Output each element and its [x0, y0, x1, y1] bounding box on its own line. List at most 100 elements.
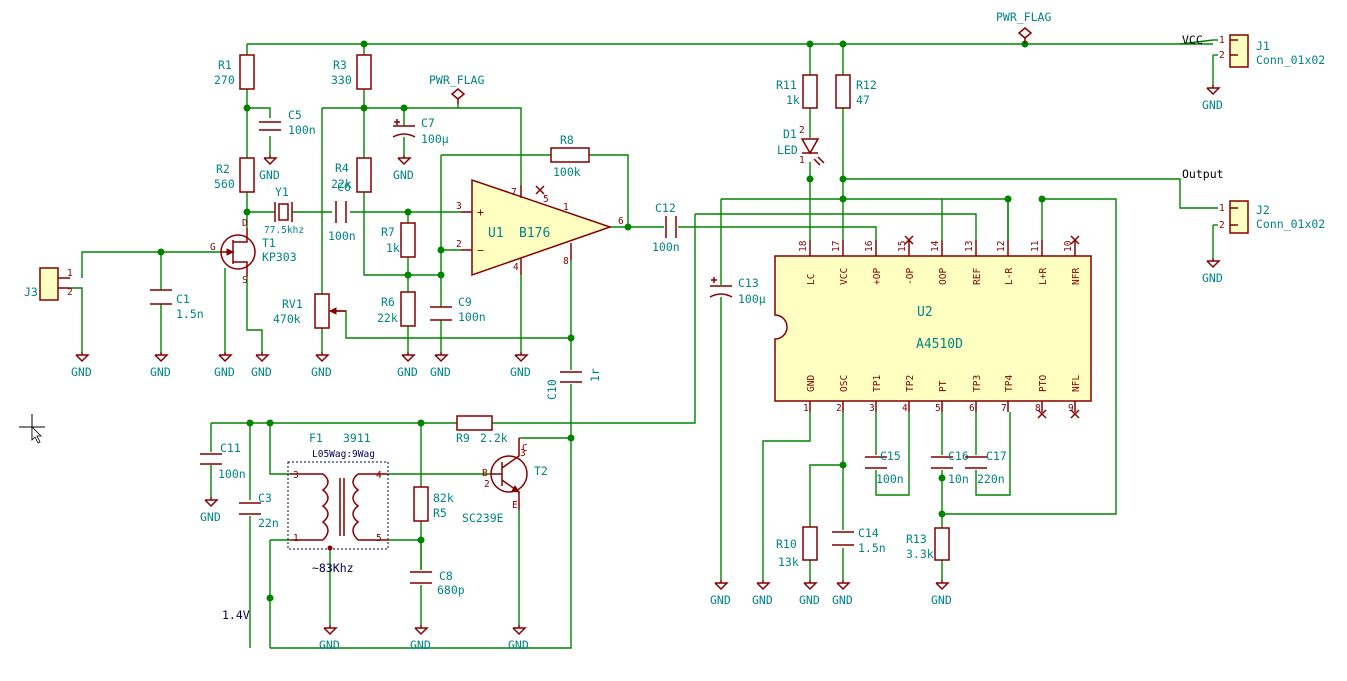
svg-text:T1: T1 — [262, 236, 276, 250]
output-net-label: Output — [1182, 167, 1224, 181]
gnd-symbol: GND — [752, 580, 773, 607]
resistor-r5: 82k R5 — [413, 486, 454, 522]
svg-text:NFR: NFR — [1071, 268, 1082, 285]
voltage-label: 1.4V — [222, 608, 250, 622]
svg-text:C15: C15 — [880, 449, 901, 463]
svg-text:R10: R10 — [776, 537, 797, 551]
svg-text:4: 4 — [513, 262, 519, 273]
svg-text:TP1: TP1 — [872, 375, 883, 392]
svg-text:+: + — [477, 205, 484, 219]
svg-text:B176: B176 — [519, 226, 550, 241]
svg-text:5: 5 — [376, 533, 382, 544]
resistor-r12: R12 47 — [835, 74, 877, 109]
svg-text:13k: 13k — [778, 555, 799, 569]
svg-text:Conn_01x02: Conn_01x02 — [1256, 53, 1325, 67]
svg-text:22k: 22k — [331, 177, 352, 191]
svg-text:5: 5 — [935, 403, 941, 414]
svg-text:100n: 100n — [328, 229, 356, 243]
svg-text:F1: F1 — [309, 431, 323, 445]
capacitor-c14: C14 1.5n — [832, 526, 886, 555]
svg-text:2: 2 — [1219, 220, 1225, 231]
gnd-symbol: GND — [393, 155, 414, 182]
gnd-symbol: GND — [510, 352, 531, 379]
capacitor-c15: C15 100n — [865, 449, 904, 486]
svg-text:77.5khz: 77.5khz — [264, 225, 304, 236]
svg-text:100n: 100n — [652, 240, 680, 254]
u2-pin-12: 12L-R — [996, 240, 1015, 285]
pwr-flag-top: PWR_FLAG — [996, 10, 1051, 44]
svg-text:3: 3 — [520, 448, 526, 459]
svg-text:R5: R5 — [433, 506, 447, 520]
svg-text:R6: R6 — [381, 295, 395, 309]
gnd-symbol: GND — [508, 625, 529, 652]
svg-text:470k: 470k — [273, 312, 301, 326]
svg-text:3: 3 — [456, 201, 462, 212]
gnd-symbol: GND — [1202, 85, 1223, 112]
svg-text:100n: 100n — [876, 472, 904, 486]
resistor-r7: R7 1k — [381, 222, 416, 258]
svg-text:6: 6 — [969, 403, 975, 414]
svg-text:PWR_FLAG: PWR_FLAG — [429, 73, 484, 87]
capacitor-c16: C16 10n — [931, 449, 969, 486]
svg-text:2: 2 — [799, 125, 805, 136]
svg-text:100n: 100n — [218, 467, 246, 481]
resistor-r10: R10 13k — [776, 526, 818, 569]
svg-text:2.2k: 2.2k — [480, 431, 508, 445]
svg-text:R3: R3 — [333, 58, 347, 72]
capacitor-c13: C13 100µ — [709, 276, 766, 306]
capacitor-c9: C9 100n — [430, 295, 486, 324]
opamp-u1: + − U1 B176 3 2 7 4 8 6 5 1 — [456, 178, 624, 277]
resistor-r9: R9 2.2k — [456, 415, 508, 445]
svg-text:C13: C13 — [738, 276, 759, 290]
svg-text:OOP: OOP — [938, 268, 949, 285]
svg-text:VCC: VCC — [839, 268, 850, 285]
svg-text:C3: C3 — [258, 491, 272, 505]
gnd-symbol: GND — [319, 625, 340, 652]
gnd-label: GND — [311, 365, 332, 379]
capacitor-c7: C7 100µ — [392, 116, 449, 146]
svg-text:9: 9 — [1068, 403, 1074, 414]
gnd-symbol: GND — [1202, 258, 1223, 285]
svg-text:C1: C1 — [176, 292, 190, 306]
capacitor-c8: C8 680p — [410, 569, 465, 597]
svg-text:R13: R13 — [906, 532, 927, 546]
svg-text:1.5n: 1.5n — [176, 307, 204, 321]
gnd-label: GND — [508, 638, 529, 652]
svg-text:L+R: L+R — [1038, 268, 1049, 285]
svg-text:R4: R4 — [335, 161, 349, 175]
svg-text:C16: C16 — [948, 449, 969, 463]
svg-text:7: 7 — [1001, 403, 1007, 414]
svg-text:R8: R8 — [560, 133, 574, 147]
svg-text:2: 2 — [67, 287, 73, 298]
gnd-label: GND — [200, 510, 221, 524]
svg-text:SC239E: SC239E — [462, 511, 504, 525]
svg-text:R1: R1 — [218, 58, 232, 72]
svg-text:C6: C6 — [337, 180, 351, 194]
svg-text:C10: C10 — [545, 379, 559, 400]
resistor-r11: R11 1k — [776, 74, 818, 109]
frequency-label: ~83Khz — [312, 561, 354, 575]
capacitor-c10: C10 1r — [545, 368, 602, 400]
svg-text:100n: 100n — [458, 310, 486, 324]
capacitor-c11: C11 100n — [200, 441, 246, 481]
gnd-label: GND — [393, 168, 414, 182]
svg-text:2: 2 — [836, 403, 842, 414]
svg-text:4: 4 — [902, 403, 908, 414]
gnd-symbol: GND — [311, 352, 332, 379]
u2-pin-11: 11L+R — [1030, 240, 1049, 285]
svg-text:1k: 1k — [386, 241, 400, 255]
gnd-symbol: GND — [200, 497, 221, 524]
gnd-symbol: GND — [931, 580, 952, 607]
svg-text:10n: 10n — [948, 472, 969, 486]
vcc-net-label: VCC — [1182, 33, 1203, 47]
u2-pin-15: 15-OP — [897, 235, 916, 285]
gnd-label: GND — [799, 593, 820, 607]
svg-text:12: 12 — [996, 241, 1007, 252]
svg-text:R11: R11 — [776, 78, 797, 92]
resistor-r3: R3 330 — [331, 54, 372, 90]
gnd-symbol: GND — [259, 155, 280, 182]
svg-text:2: 2 — [456, 239, 462, 250]
